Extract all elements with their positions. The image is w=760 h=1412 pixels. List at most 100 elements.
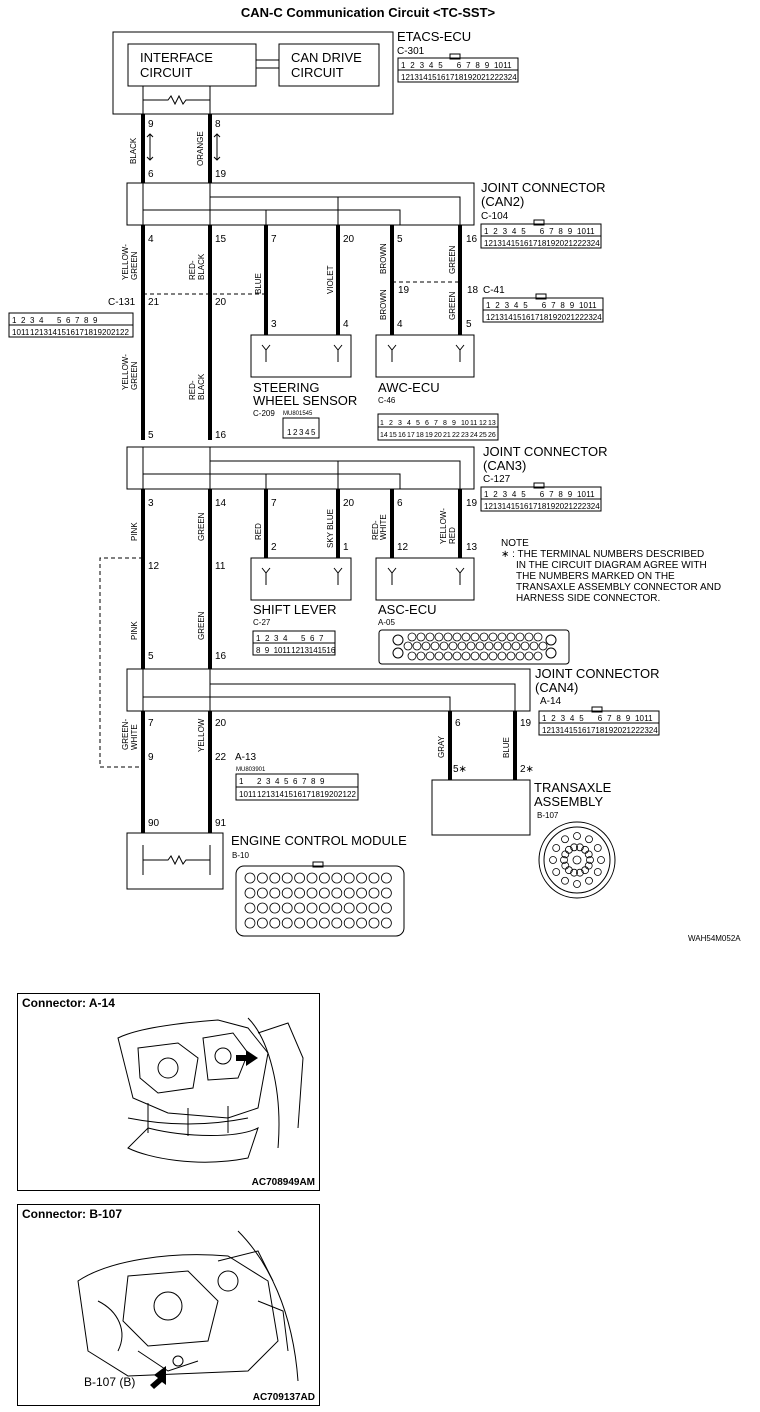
engine-control-module-box <box>126 832 224 890</box>
ecm-conn: B-10 <box>232 851 249 860</box>
connector-pin: 11 <box>470 420 477 427</box>
steering-wheel-sensor-box <box>250 334 352 378</box>
wire-label-green-2: GREEN <box>448 245 457 274</box>
connector-pin: 10 <box>494 61 503 70</box>
can-drive-label-1: CAN DRIVE <box>291 50 362 65</box>
note-head: NOTE <box>501 538 529 549</box>
wire-label-yellow: YELLOW- <box>121 244 130 280</box>
connector-pin: 15 <box>57 328 66 337</box>
c301-row2: 12131415161718192021222324 <box>401 73 517 82</box>
pin-19c: 19 <box>466 498 478 509</box>
awc-conn: C-46 <box>378 396 396 405</box>
joint-connector-can2-box <box>126 182 475 226</box>
note-line-4: TRANSAXLE ASSEMBLY CONNECTOR AND <box>516 582 721 593</box>
connector-pin <box>281 902 293 914</box>
connector-pin <box>256 887 268 899</box>
connector-pin: 3 <box>505 301 510 310</box>
pin-2: 2 <box>271 542 277 553</box>
connector-pin <box>461 651 471 661</box>
connector-pin <box>343 917 355 929</box>
connector-pin: 22 <box>575 313 584 322</box>
connector-pin <box>331 872 343 884</box>
connector-pin <box>281 872 293 884</box>
connector-pin: 1 <box>12 316 17 325</box>
connector-pin: 16 <box>437 73 446 82</box>
transaxle-name-2: ASSEMBLY <box>534 794 603 809</box>
transaxle-conn: B-107 <box>537 811 559 820</box>
connector-pin: 5 <box>523 301 528 310</box>
connector-pin: 16 <box>398 432 406 439</box>
connector-pin: 19 <box>425 432 433 439</box>
connector-pin <box>256 917 268 929</box>
connector-pin: 20 <box>434 432 442 439</box>
connector-pin <box>256 902 268 914</box>
connector-pin: 1 <box>542 714 547 723</box>
shift-conn: C-27 <box>253 618 271 627</box>
connector-pin: 13 <box>488 420 496 427</box>
connector-pin: 3 <box>266 777 271 786</box>
connector-pin: 22 <box>631 726 640 735</box>
connector-pin <box>573 832 581 840</box>
connector-pin <box>506 651 516 661</box>
connector-pin <box>403 641 413 651</box>
connector-pin: 10 <box>579 301 588 310</box>
connector-pin <box>452 632 462 642</box>
connector-pin: 18 <box>595 726 604 735</box>
connector-pin <box>502 641 512 651</box>
etacs-ecu-name: ETACS-ECU <box>397 29 471 44</box>
connector-pin <box>520 641 530 651</box>
connector-pin: 14 <box>419 73 428 82</box>
wire-label-green-6: GREEN <box>197 611 206 640</box>
terminating-resistor-ecm <box>143 854 210 866</box>
connector-pin: 6 <box>293 777 298 786</box>
connector-pin <box>407 632 417 642</box>
connector-pin: 6 <box>540 490 545 499</box>
circuit-diagram: CAN-C Communication Circuit <TC-SST> INT… <box>8 5 741 943</box>
connector-pin <box>306 872 318 884</box>
wire-label-yellow-2: YELLOW- <box>121 354 130 390</box>
photo-b107-callout: B-107 (B) <box>84 1375 136 1389</box>
pin-19b: 19 <box>398 285 410 296</box>
connector-pin <box>564 845 573 854</box>
connector-pin: 12 <box>484 502 493 511</box>
connector-pin: 6 <box>540 227 545 236</box>
connector-pin: 12 <box>291 646 300 655</box>
pin-7b: 7 <box>271 498 277 509</box>
connector-pin <box>470 632 480 642</box>
connector-pin <box>244 917 256 929</box>
connector-pin: 11 <box>586 227 595 236</box>
joint-connector-can4-box <box>126 668 531 712</box>
connector-pin: 20 <box>472 73 481 82</box>
connector-pin: 7 <box>466 61 471 70</box>
connector-pin: 23 <box>582 239 591 248</box>
transaxle-assembly-box <box>431 779 531 836</box>
connector-pin: 3 <box>274 634 279 643</box>
pin-20c: 20 <box>343 498 355 509</box>
connector-pin: 11 <box>503 61 512 70</box>
pin-7: 7 <box>271 234 277 245</box>
connector-pin <box>380 902 392 914</box>
connector-pin: 23 <box>640 726 649 735</box>
connector-pin: 12 <box>484 239 493 248</box>
pin-20d: 20 <box>215 718 227 729</box>
connector-pin <box>318 902 330 914</box>
connector-pin: 3 <box>503 227 508 236</box>
connector-pin: 7 <box>549 227 554 236</box>
connector-pin: 23 <box>582 502 591 511</box>
pin-5c: 5 <box>148 430 154 441</box>
pin-5-star: 5∗ <box>453 764 467 775</box>
connector-pin <box>269 887 281 899</box>
connector-pin <box>306 902 318 914</box>
wire-label-red: RED- <box>188 260 197 280</box>
connector-pin: 9 <box>568 490 573 499</box>
jc2-name: JOINT CONNECTOR <box>481 180 605 195</box>
part-code-mu2: MU803901 <box>236 767 266 773</box>
connector-pin: 3 <box>30 316 35 325</box>
connector-pin: 23 <box>584 313 593 322</box>
connector-pin: 17 <box>302 790 311 799</box>
